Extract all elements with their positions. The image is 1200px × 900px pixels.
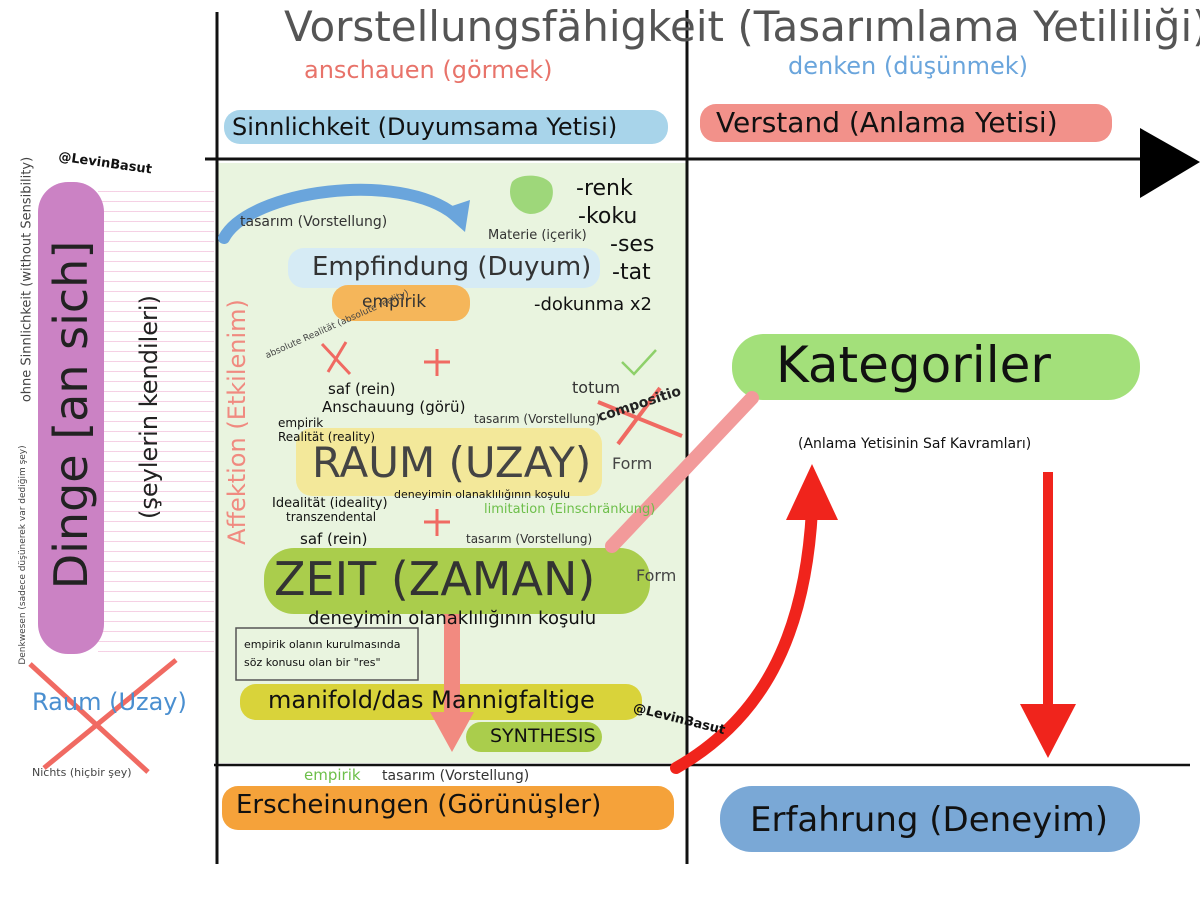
raum-highlight bbox=[296, 428, 602, 496]
down-arrow-panel bbox=[430, 712, 474, 752]
synthesis-label: SYNTHESIS bbox=[490, 725, 596, 747]
erscheinungen-highlight bbox=[222, 786, 674, 830]
empfindung-label: Empfindung (Duyum) bbox=[312, 252, 592, 282]
tasarim-bottom: tasarım (Vorstellung) bbox=[382, 768, 530, 784]
axis-arrowhead bbox=[1140, 128, 1200, 198]
zeit-highlight bbox=[264, 548, 650, 614]
erscheinungen-label: Erscheinungen (Görünüşler) bbox=[236, 790, 602, 820]
synthesis-highlight bbox=[466, 722, 602, 752]
materie-blob bbox=[510, 175, 553, 214]
anlama-saf-label: (Anlama Yetisinin Saf Kavramları) bbox=[798, 436, 1032, 452]
raum-label: RAUM (UZAY) bbox=[312, 438, 592, 487]
page-title: Vorstellungsfähigkeit (Tasarımlama Yetil… bbox=[284, 2, 1200, 51]
anschauen-label: anschauen (görmek) bbox=[304, 56, 553, 84]
zeit-label: ZEIT (ZAMAN) bbox=[274, 552, 596, 606]
deneyimin-small: deneyimin olanaklılığının koşulu bbox=[394, 488, 571, 501]
limitation-label: limitation (Einschränkung) bbox=[484, 502, 656, 517]
sense-tat: -tat bbox=[612, 260, 651, 285]
raum-left-label: Raum (Uzay) bbox=[32, 688, 187, 716]
sense-renk: -renk bbox=[576, 176, 633, 201]
nichts-label: Nichts (hiçbir şey) bbox=[32, 766, 132, 779]
seylerin-label: (şeylerin kendileri) bbox=[135, 295, 163, 519]
note-box bbox=[235, 627, 419, 681]
tasarim-mid: tasarım (Vorstellung) bbox=[474, 412, 601, 426]
kategoriler-label: Kategoriler bbox=[776, 336, 1051, 394]
affektion-label: Affektion (Etkilenim) bbox=[223, 299, 251, 545]
note-line-2: söz konusu olan bir "res" bbox=[244, 656, 381, 669]
form-label-1: Form bbox=[612, 454, 653, 473]
realitat-label: Realität (reality) bbox=[278, 430, 376, 444]
sense-ses: -ses bbox=[610, 232, 655, 257]
empirik-label-1: empirik bbox=[362, 292, 427, 312]
erfahrung-label: Erfahrung (Deneyim) bbox=[750, 800, 1109, 840]
pink-diagonal-arrow bbox=[605, 391, 759, 553]
manifold-label: manifold/das Mannigfaltige bbox=[268, 686, 595, 714]
dinge-highlight bbox=[38, 182, 104, 654]
idealitat-label: Idealität (ideality) bbox=[272, 496, 388, 511]
kategoriler-highlight bbox=[732, 334, 1140, 400]
empfindung-highlight bbox=[288, 248, 600, 288]
red-up-arrow bbox=[670, 504, 818, 774]
verstand-label: Verstand (Anlama Yetisi) bbox=[716, 106, 1058, 139]
totum-label: totum bbox=[572, 378, 621, 397]
saf-rein-1: saf (rein) bbox=[328, 380, 396, 398]
ohne-sinnlichkeit-label: ohne Sinnlichkeit (without Sensibility) bbox=[19, 156, 35, 403]
form-label-2: Form bbox=[636, 566, 677, 585]
denkwesen-label: Denkwesen (sadece düşünerek var dediğim … bbox=[18, 445, 28, 665]
check-icon bbox=[621, 349, 657, 376]
dinge-stripes bbox=[98, 182, 214, 658]
plus-icon-2 bbox=[424, 509, 450, 536]
red-down-arrow bbox=[1020, 704, 1076, 758]
empirik-highlight bbox=[332, 285, 470, 321]
deneyimin-big: deneyimin olanaklılığının koşulu bbox=[308, 608, 597, 629]
saf-rein-2: saf (rein) bbox=[300, 530, 368, 548]
sense-koku: -koku bbox=[578, 204, 638, 229]
sinnlichkeit-label: Sinnlichkeit (Duyumsama Yetisi) bbox=[232, 113, 618, 141]
sinnlichkeit-highlight bbox=[224, 110, 668, 144]
plus-icon-1 bbox=[424, 349, 450, 376]
cross-icon-absolute bbox=[320, 341, 352, 376]
cross-icon-raum-left bbox=[28, 658, 178, 774]
verstand-highlight bbox=[700, 104, 1112, 142]
denken-label: denken (düşünmek) bbox=[788, 52, 1028, 80]
blue-arrowhead bbox=[440, 200, 470, 232]
tasarim-low: tasarım (Vorstellung) bbox=[466, 532, 593, 546]
blue-curved-arrow bbox=[218, 183, 461, 244]
erfahrung-highlight bbox=[720, 786, 1140, 852]
transzendental-label: transzendental bbox=[286, 510, 377, 524]
materie-label: Materie (içerik) bbox=[488, 228, 587, 243]
empirik-bottom: empirik bbox=[304, 766, 361, 784]
dinge-label: Dinge [an sich] bbox=[44, 240, 98, 590]
sense-dokunma: -dokunma x2 bbox=[534, 294, 653, 315]
anschauung-label: Anschauung (görü) bbox=[322, 398, 466, 416]
cross-icon-compositio bbox=[597, 386, 683, 446]
note-line-1: empirik olanın kurulmasında bbox=[244, 638, 401, 651]
tasarim-top: tasarım (Vorstellung) bbox=[240, 214, 388, 230]
empirik-label-2: empirik bbox=[278, 416, 324, 430]
